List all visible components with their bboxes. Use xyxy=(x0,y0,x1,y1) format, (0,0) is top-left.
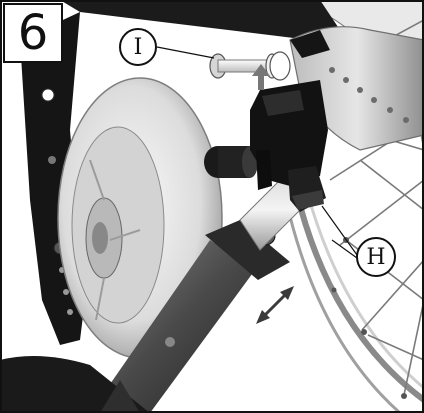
callout-h: H xyxy=(356,237,396,277)
leader-lines xyxy=(156,46,358,259)
step-number: 6 xyxy=(3,3,63,63)
axle-stub xyxy=(204,146,258,178)
clamp-mechanism xyxy=(250,30,330,212)
pin xyxy=(209,51,291,81)
direction-arrow-up xyxy=(252,64,270,90)
lower-frame xyxy=(0,356,150,413)
callout-i: I xyxy=(119,28,157,66)
motion-arrow xyxy=(256,286,294,324)
